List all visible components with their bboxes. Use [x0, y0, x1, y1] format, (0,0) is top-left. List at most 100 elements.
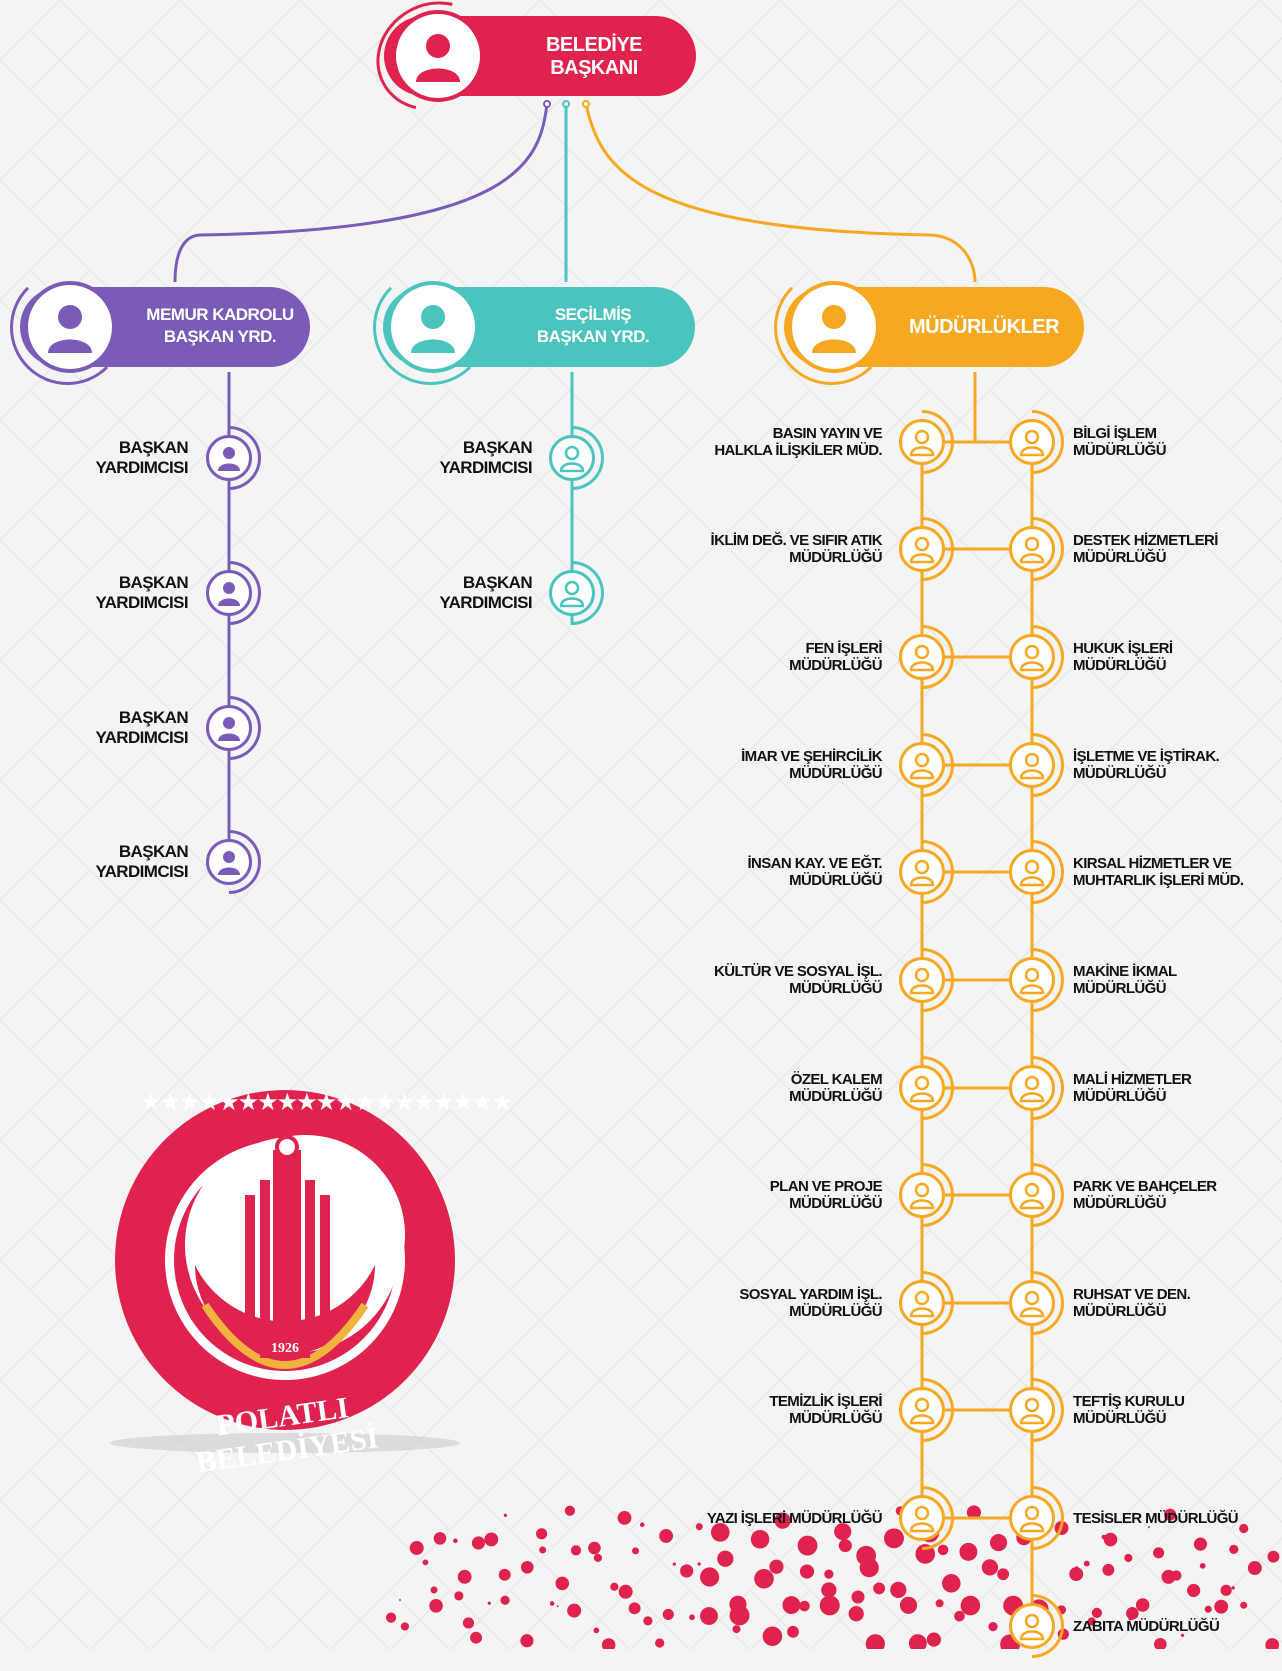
- label-line-1: KIRSAL HİZMETLER VE: [1073, 855, 1232, 872]
- secilmis-label-2: BAŞKAN YRD.: [536, 327, 650, 346]
- left-unit-node[interactable]: [899, 634, 945, 680]
- right-unit-node[interactable]: [1009, 957, 1055, 1003]
- person-icon: [1019, 967, 1045, 995]
- left-unit-node[interactable]: [899, 1065, 945, 1111]
- person-icon: [1019, 1075, 1045, 1103]
- label-line-2: YARDIMCISI: [95, 862, 188, 881]
- person-icon: [218, 582, 240, 606]
- unit-label: RUHSAT VE DEN.MÜDÜRLÜĞÜ: [1073, 1286, 1282, 1320]
- person-icon: [1019, 1182, 1045, 1210]
- label-line-2: YARDIMCISI: [95, 593, 188, 612]
- label-line-1: MALİ HİZMETLER: [1073, 1071, 1192, 1088]
- label-line-2: MÜDÜRLÜĞÜ: [1073, 657, 1167, 674]
- secilmis-label-1: SEÇİLMİŞ: [554, 305, 632, 324]
- memur-child-node[interactable]: [206, 570, 252, 616]
- label-line-2: YARDIMCISI: [95, 458, 188, 477]
- label-line-2: MÜDÜRLÜĞÜ: [789, 1303, 883, 1320]
- label-line-1: RUHSAT VE DEN.: [1073, 1286, 1191, 1303]
- secilmis-child-node[interactable]: [549, 570, 595, 616]
- person-icon: [909, 1075, 935, 1103]
- person-icon: [909, 429, 935, 457]
- right-unit-node[interactable]: [1009, 742, 1055, 788]
- person-icon: [909, 536, 935, 564]
- person-icon: [218, 447, 240, 471]
- label-line-1: YAZI İŞLERİ MÜDÜRLÜĞÜ: [706, 1509, 883, 1527]
- label-line-1: BİLGİ İŞLEM: [1073, 425, 1157, 442]
- label-line-2: MÜDÜRLÜĞÜ: [789, 1088, 883, 1105]
- label-line-2: MUHTARLIK İŞLERİ MÜD.: [1073, 872, 1244, 889]
- left-unit-node[interactable]: [899, 957, 945, 1003]
- label-line-1: SOSYAL YARDIM İŞL.: [739, 1286, 882, 1303]
- left-unit-node[interactable]: [899, 1387, 945, 1433]
- label-line-2: HALKLA İLİŞKİLER MÜD.: [714, 442, 882, 459]
- memur-label-1: MEMUR KADROLU: [146, 305, 294, 324]
- person-icon: [559, 445, 585, 473]
- left-unit-node[interactable]: [899, 1280, 945, 1326]
- memur-child-node[interactable]: [206, 435, 252, 481]
- memur-child-node[interactable]: [206, 705, 252, 751]
- memur-child-node[interactable]: [206, 839, 252, 885]
- label-line-1: İŞLETME VE İŞTİRAK.: [1073, 748, 1220, 765]
- right-unit-node[interactable]: [1009, 1387, 1055, 1433]
- right-unit-node[interactable]: [1009, 419, 1055, 465]
- person-icon: [1019, 1505, 1045, 1533]
- label-line-2: MÜDÜRLÜĞÜ: [789, 765, 883, 782]
- top-label-1: BELEDİYE: [545, 34, 643, 56]
- right-unit-node[interactable]: [1009, 634, 1055, 680]
- right-unit-node[interactable]: [1009, 849, 1055, 895]
- top-label-2: BAŞKANI: [550, 57, 638, 79]
- label-line-1: BAŞKAN: [118, 438, 189, 457]
- decorative-dots: [385, 1505, 1280, 1649]
- right-unit-node[interactable]: [1009, 1065, 1055, 1111]
- logo-year: 1926: [271, 1341, 299, 1356]
- label-line-2: YARDIMCISI: [439, 458, 532, 477]
- left-unit-node[interactable]: [899, 419, 945, 465]
- secilmis-child-node[interactable]: [549, 435, 595, 481]
- label-line-2: MÜDÜRLÜĞÜ: [1073, 1088, 1167, 1105]
- left-unit-node[interactable]: [899, 742, 945, 788]
- label-line-1: İMAR VE ŞEHİRCİLİK: [741, 748, 882, 765]
- person-icon: [1019, 644, 1045, 672]
- person-icon: [909, 644, 935, 672]
- right-unit-node[interactable]: [1009, 1495, 1055, 1541]
- label-line-2: MÜDÜRLÜĞÜ: [789, 657, 883, 674]
- left-unit-node[interactable]: [899, 1172, 945, 1218]
- label-line-2: MÜDÜRLÜĞÜ: [1073, 1195, 1167, 1212]
- label-line-1: HUKUK İŞLERİ: [1073, 640, 1173, 657]
- person-icon: [1019, 536, 1045, 564]
- label-line-1: BASIN YAYIN VE: [772, 425, 883, 442]
- person-icon: [1019, 859, 1045, 887]
- label-line-2: MÜDÜRLÜĞÜ: [1073, 1410, 1167, 1427]
- left-unit-node[interactable]: [899, 849, 945, 895]
- label-line-1: MAKİNE İKMAL: [1073, 963, 1177, 980]
- person-icon: [1019, 1290, 1045, 1318]
- person-icon: [218, 851, 240, 875]
- right-unit-node[interactable]: [1009, 526, 1055, 572]
- right-unit-node[interactable]: [1009, 1603, 1055, 1649]
- person-icon: [218, 717, 240, 741]
- right-unit-node[interactable]: [1009, 1172, 1055, 1218]
- person-icon: [909, 967, 935, 995]
- left-unit-node[interactable]: [899, 526, 945, 572]
- left-unit-node[interactable]: [899, 1495, 945, 1541]
- label-line-2: MÜDÜRLÜĞÜ: [1073, 1303, 1167, 1320]
- unit-label: İNSAN KAY. VE EĞT.MÜDÜRLÜĞÜ: [622, 855, 882, 889]
- person-icon: [909, 1182, 935, 1210]
- label-line-1: BAŞKAN: [462, 438, 533, 457]
- label-line-2: MÜDÜRLÜĞÜ: [1073, 442, 1167, 459]
- unit-label: SOSYAL YARDIM İŞL.MÜDÜRLÜĞÜ: [622, 1286, 882, 1320]
- logo-stars: ★★★★★★★★★★★★★★★★★★★: [140, 1089, 513, 1116]
- right-unit-node[interactable]: [1009, 1280, 1055, 1326]
